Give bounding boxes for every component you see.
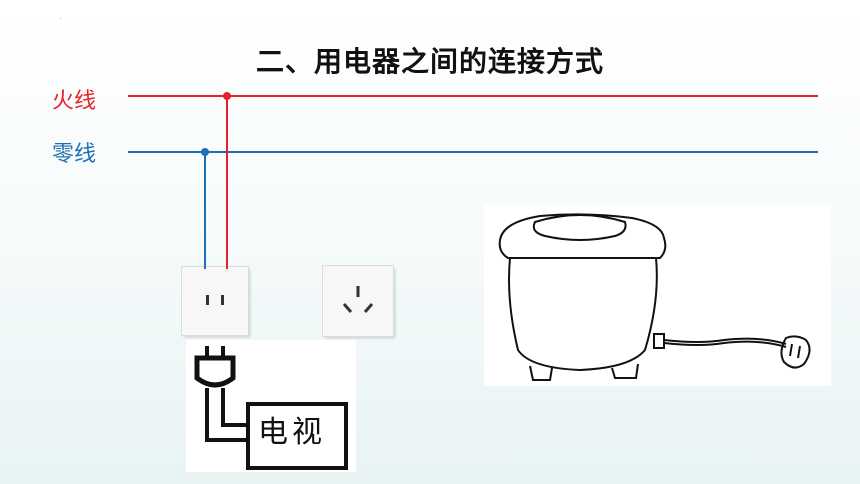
live-junction-dot — [223, 92, 231, 100]
two-pin-socket-icon — [182, 267, 248, 335]
corner-mark: · — [60, 16, 62, 23]
neutral-wire-label: 零线 — [52, 142, 97, 167]
live-wire-label: 火线 — [52, 89, 97, 114]
rice-cooker-icon — [498, 213, 811, 381]
page-title: 二、用电器之间的连接方式 — [255, 45, 604, 78]
tv-label: 电视 — [258, 415, 326, 450]
three-pin-socket-icon — [323, 266, 393, 336]
neutral-junction-dot — [201, 148, 209, 156]
tv-box — [246, 402, 348, 470]
